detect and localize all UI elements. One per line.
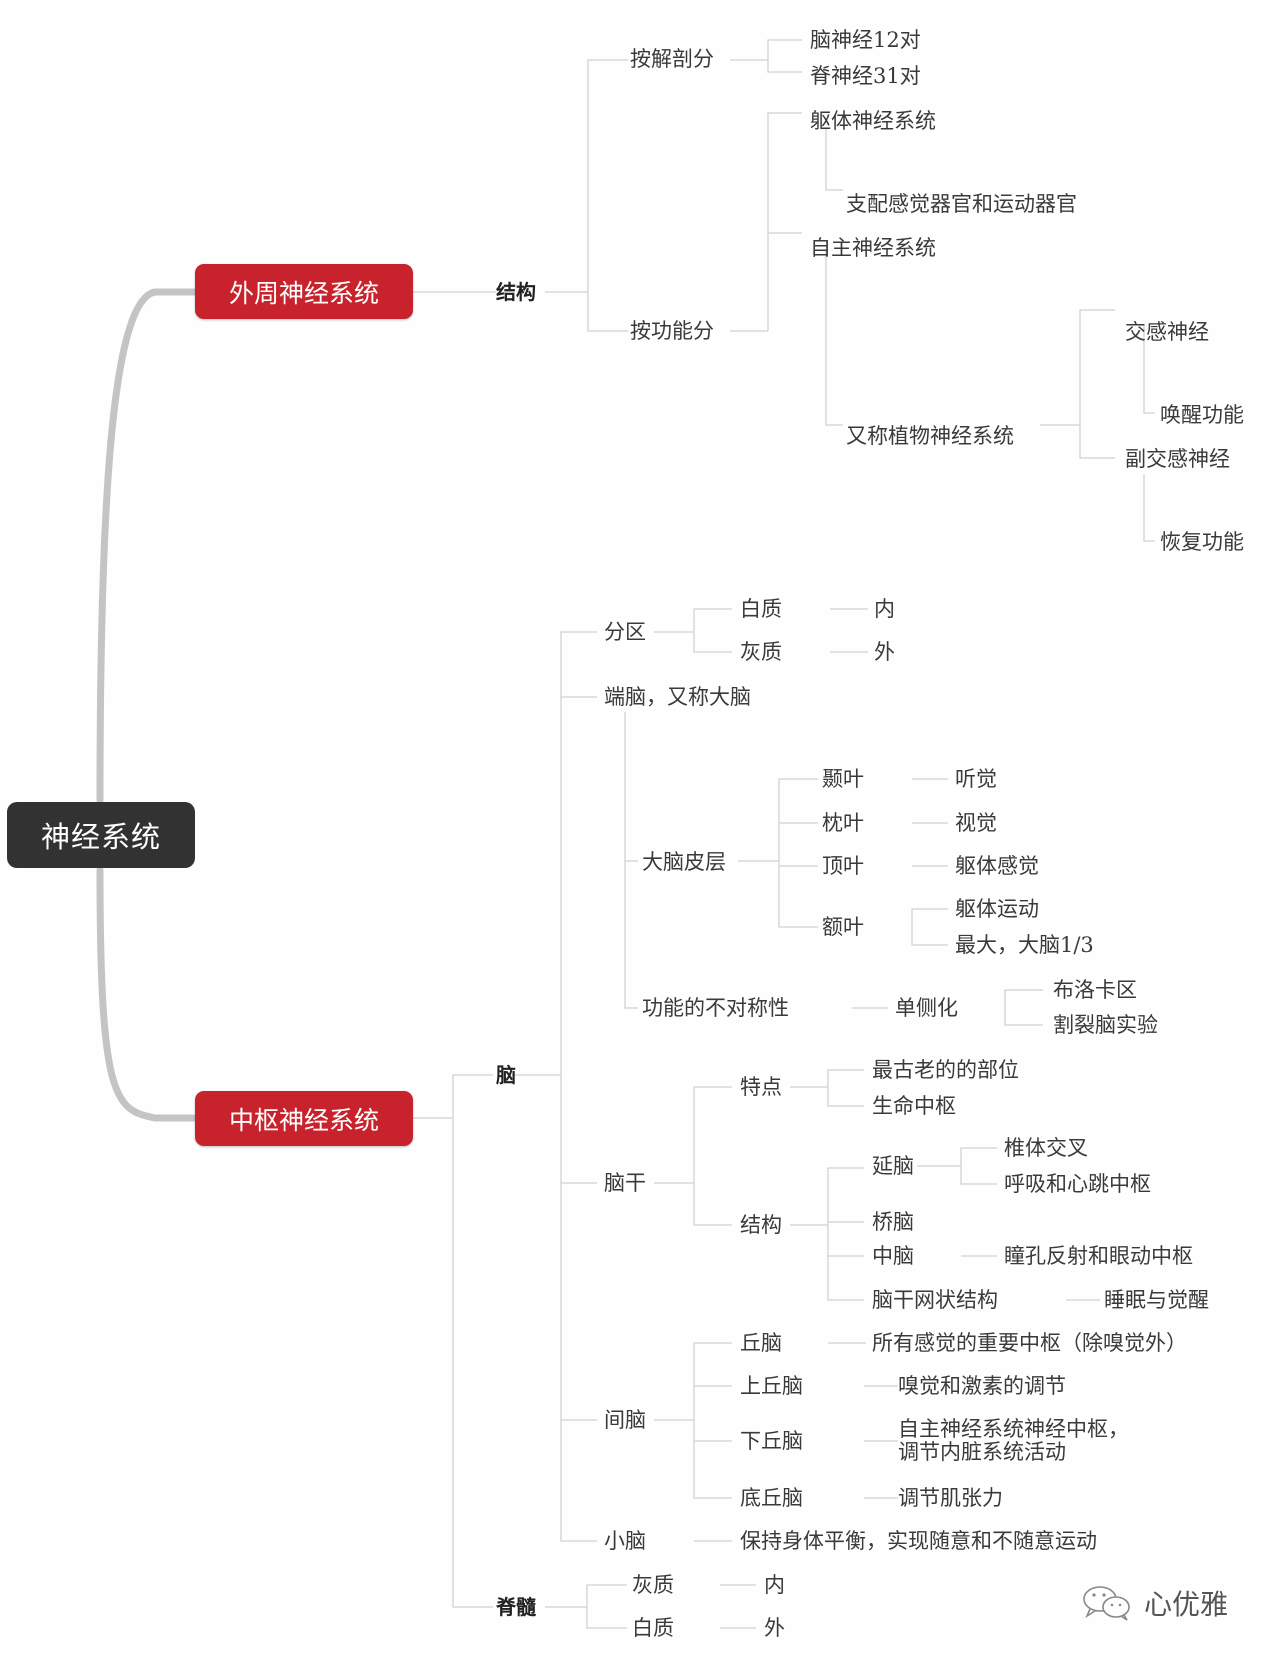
zones-node[interactable]: 分区 [604,620,646,644]
sympathetic-note-node[interactable]: 唤醒功能 [1160,403,1244,427]
hypothalamus-note-node[interactable]: 自主神经系统神经中枢， 调节内脏系统活动 [898,1417,1129,1464]
lateralization-node[interactable]: 单侧化 [895,996,958,1020]
zones-gray-node[interactable]: 灰质 [740,640,782,664]
cranial-nerves-node[interactable]: 脑神经12对 [810,28,921,52]
lobe-frontal-value-1[interactable]: 躯体运动 [955,897,1039,921]
watermark-text: 心优雅 [1144,1588,1229,1621]
zones-white-node[interactable]: 白质 [740,597,782,621]
by-anatomy-node[interactable]: 按解剖分 [630,47,714,71]
lobe-frontal-node[interactable]: 额叶 [822,915,864,939]
spinal-gray-value[interactable]: 内 [764,1573,785,1597]
brainstem-node[interactable]: 脑干 [604,1171,646,1195]
somatic-nervous-node[interactable]: 躯体神经系统 [810,109,936,133]
epithalamus-node[interactable]: 上丘脑 [740,1374,803,1398]
pons-node[interactable]: 桥脑 [872,1210,914,1234]
telencephalon-node[interactable]: 端脑，又称大脑 [604,685,751,709]
cortex-node[interactable]: 大脑皮层 [642,850,726,874]
thalamus-node[interactable]: 丘脑 [740,1331,782,1355]
spinal-white-value[interactable]: 外 [764,1616,785,1640]
resp-heart-center-node[interactable]: 呼吸和心跳中枢 [1004,1172,1151,1196]
subthalamus-node[interactable]: 底丘脑 [740,1486,803,1510]
zones-gray-value[interactable]: 外 [874,640,895,664]
root-node[interactable]: 神经系统 [7,802,195,868]
brainstem-structure-node[interactable]: 结构 [740,1213,782,1237]
lobe-occipital-value[interactable]: 视觉 [955,811,997,835]
life-center-node[interactable]: 生命中枢 [872,1094,956,1118]
midbrain-note-node[interactable]: 瞳孔反射和眼动中枢 [1004,1244,1193,1268]
asymmetry-node[interactable]: 功能的不对称性 [642,996,789,1020]
diencephalon-node[interactable]: 间脑 [604,1408,646,1432]
parasympathetic-note-node[interactable]: 恢复功能 [1160,530,1244,554]
midbrain-node[interactable]: 中脑 [872,1244,914,1268]
peripheral-structure-node[interactable]: 结构 [496,280,536,304]
reticular-note-node[interactable]: 睡眠与觉醒 [1104,1288,1209,1312]
somatic-note-node[interactable]: 支配感觉器官和运动器官 [846,192,1077,216]
watermark: 心优雅 [1080,1583,1228,1623]
thalamus-note-node[interactable]: 所有感觉的重要中枢（除嗅觉外） [872,1331,1187,1355]
autonomic-nervous-node[interactable]: 自主神经系统 [810,236,936,260]
sympathetic-node[interactable]: 交感神经 [1125,320,1209,344]
lobe-temporal-node[interactable]: 颞叶 [822,767,864,791]
lobe-frontal-value-2[interactable]: 最大，大脑1/3 [955,933,1094,957]
spinal-gray-node[interactable]: 灰质 [632,1573,674,1597]
cerebellum-node[interactable]: 小脑 [604,1529,646,1553]
hypothalamus-node[interactable]: 下丘脑 [740,1429,803,1453]
central-node[interactable]: 中枢神经系统 [195,1091,413,1146]
brain-node[interactable]: 脑 [496,1063,516,1087]
cerebellum-note-node[interactable]: 保持身体平衡，实现随意和不随意运动 [740,1529,1097,1553]
oldest-part-node[interactable]: 最古老的的部位 [872,1058,1019,1082]
medulla-node[interactable]: 延脑 [872,1154,914,1178]
wechat-icon [1083,1586,1130,1621]
broca-area-node[interactable]: 布洛卡区 [1053,978,1137,1002]
lobe-occipital-node[interactable]: 枕叶 [822,811,864,835]
epithalamus-note-node[interactable]: 嗅觉和激素的调节 [898,1374,1066,1398]
subthalamus-note-node[interactable]: 调节肌张力 [898,1486,1003,1510]
peripheral-node[interactable]: 外周神经系统 [195,264,413,319]
lobe-temporal-value[interactable]: 听觉 [955,767,997,791]
pyramidal-decussation-node[interactable]: 椎体交叉 [1004,1136,1088,1160]
lobe-parietal-node[interactable]: 顶叶 [822,854,864,878]
split-brain-node[interactable]: 割裂脑实验 [1053,1013,1158,1037]
lobe-parietal-value[interactable]: 躯体感觉 [955,854,1039,878]
autonomic-note-node[interactable]: 又称植物神经系统 [846,424,1014,448]
by-function-node[interactable]: 按功能分 [630,319,714,343]
zones-white-value[interactable]: 内 [874,597,895,621]
brainstem-features-node[interactable]: 特点 [740,1075,782,1099]
spinal-cord-node[interactable]: 脊髓 [496,1595,536,1619]
reticular-node[interactable]: 脑干网状结构 [872,1288,998,1312]
parasympathetic-node[interactable]: 副交感神经 [1125,447,1230,471]
spinal-white-node[interactable]: 白质 [632,1616,674,1640]
spinal-nerves-node[interactable]: 脊神经31对 [810,64,921,88]
